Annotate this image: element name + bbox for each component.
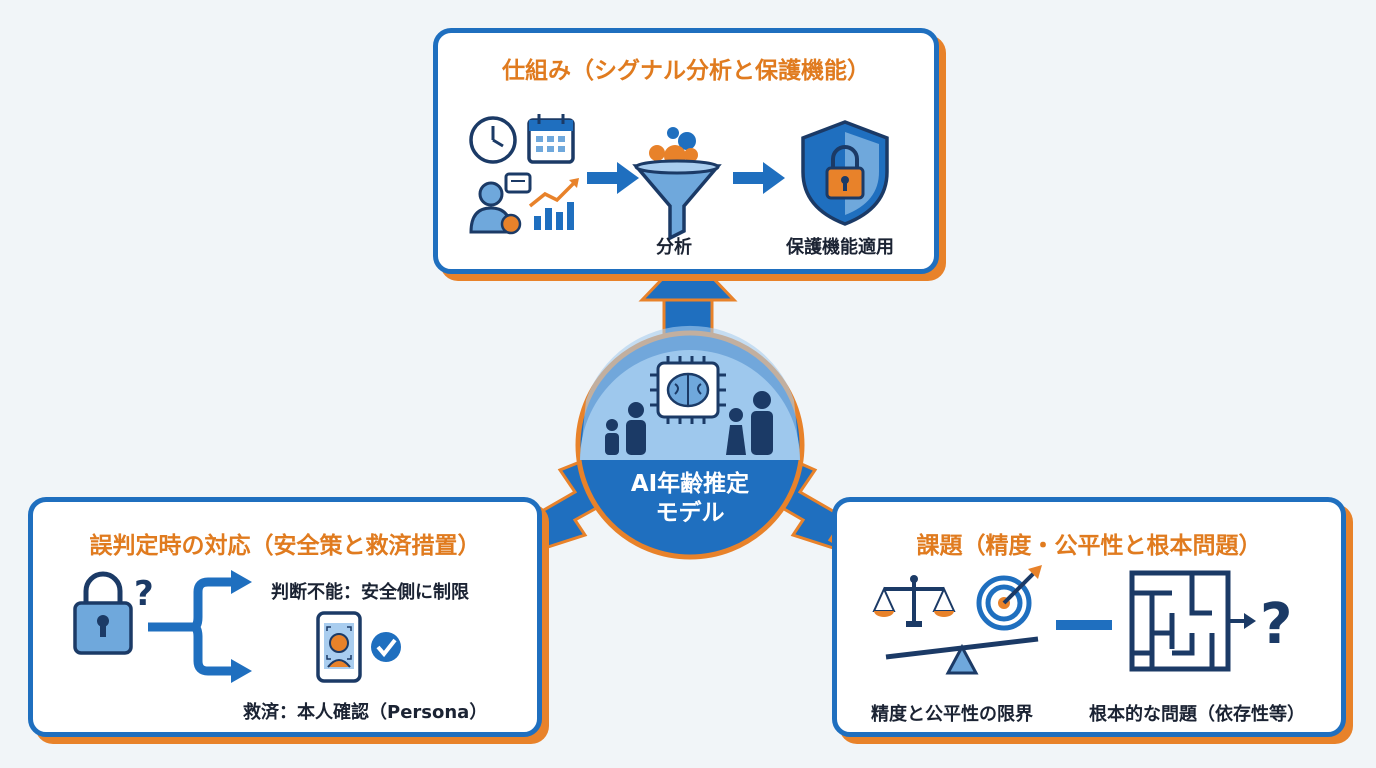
question-mark-icon: ? bbox=[134, 574, 154, 614]
challenges-card: 課題（精度・公平性と根本問題） bbox=[832, 497, 1346, 737]
check-circle-icon bbox=[371, 632, 401, 662]
calendar-icon bbox=[527, 114, 575, 164]
misjudgment-card-title: 誤判定時の対応（安全策と救済措置） bbox=[89, 533, 481, 559]
label-safe-restriction: 判断不能：安全側に制限 bbox=[271, 582, 469, 603]
misjudgment-card: 誤判定時の対応（安全策と救済措置） ? 判断不能： bbox=[28, 497, 542, 737]
branch-arrows bbox=[148, 577, 233, 676]
connector-dash bbox=[1056, 620, 1112, 630]
mechanism-card: 仕組み（シグナル分析と保護機能） bbox=[433, 28, 939, 274]
challenges-icons: ? bbox=[872, 565, 1292, 675]
phone-face-id-icon bbox=[316, 611, 362, 683]
flow-arrow-1 bbox=[587, 162, 639, 194]
growth-chart-icon bbox=[528, 178, 579, 230]
misjudgment-icons: ? bbox=[73, 570, 401, 683]
user-chat-icon bbox=[469, 172, 532, 235]
label-fundamental-issues: 根本的な問題（依存性等） bbox=[1089, 704, 1305, 725]
maze-exit-arrow bbox=[1228, 613, 1256, 629]
mechanism-card-title: 仕組み（シグナル分析と保護機能） bbox=[502, 58, 870, 84]
challenges-card-title: 課題（精度・公平性と根本問題） bbox=[916, 533, 1262, 559]
label-identity-verification: 救済：本人確認（Persona） bbox=[243, 702, 488, 723]
label-analysis: 分析 bbox=[656, 237, 692, 258]
branch-arrow-head-bottom bbox=[231, 659, 252, 683]
flow-arrow-2 bbox=[733, 162, 785, 194]
hub-label-line1: AI年齢推定 bbox=[630, 471, 750, 497]
lock-icon bbox=[73, 571, 133, 655]
funnel-icon bbox=[632, 127, 722, 241]
mechanism-icons bbox=[469, 114, 889, 241]
target-icon bbox=[976, 565, 1042, 631]
hub-label-line2: モデル bbox=[655, 500, 725, 526]
ai-chip-icon bbox=[650, 356, 726, 424]
clock-icon bbox=[469, 116, 517, 164]
question-mark-icon: ? bbox=[1260, 592, 1292, 657]
shield-lock-icon bbox=[801, 120, 889, 226]
maze-icon bbox=[1129, 570, 1231, 672]
seesaw-icon bbox=[885, 636, 1039, 675]
family-people-icon bbox=[605, 391, 773, 455]
label-protection: 保護機能適用 bbox=[786, 237, 894, 258]
branch-arrow-head-top bbox=[231, 570, 252, 594]
label-accuracy-fairness: 精度と公平性の限界 bbox=[871, 704, 1033, 725]
balance-scale-icon bbox=[872, 575, 956, 627]
hub-label: AI年齢推定 モデル bbox=[610, 470, 770, 528]
